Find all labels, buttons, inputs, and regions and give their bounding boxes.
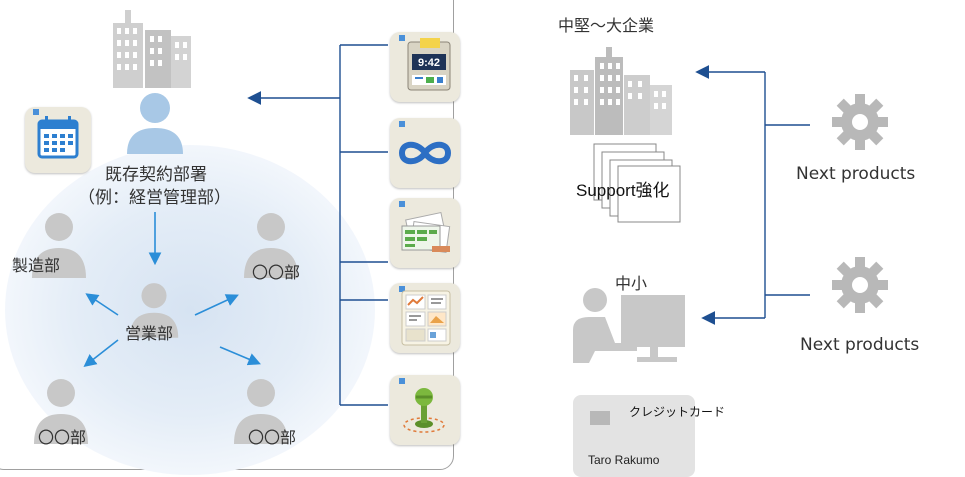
person-icon	[129, 283, 179, 338]
person-icon	[234, 379, 288, 444]
gear-icon	[832, 257, 888, 313]
calendar-icon	[33, 109, 79, 159]
card-chip	[590, 411, 610, 425]
support-label: Support強化	[576, 181, 670, 200]
smb-label: 中小	[615, 274, 648, 293]
department-label: 製造部	[12, 256, 61, 275]
pin-app-tile[interactable]	[390, 375, 460, 445]
card-holder: Taro Rakumo	[588, 453, 660, 467]
infinity-app-tile[interactable]	[390, 118, 460, 188]
document-stack-icon	[593, 143, 681, 223]
person-icon	[244, 213, 298, 278]
enterprise-label: 中堅〜大企業	[558, 16, 655, 35]
department-label: 〇〇部	[248, 428, 297, 447]
gear-icon	[832, 94, 888, 150]
department-label: 〇〇部	[252, 263, 301, 282]
timecard-app-tile[interactable]: 9:42	[390, 32, 460, 102]
person-icon	[34, 379, 88, 444]
calendar-tile	[25, 107, 91, 173]
product-connector	[695, 65, 810, 325]
building-icon	[570, 47, 672, 135]
next-products-label: Next products	[800, 335, 920, 355]
spreadsheet-cards-icon	[399, 201, 451, 253]
person-icon	[127, 93, 183, 154]
department-example: （例：経営管理部）	[78, 188, 231, 208]
spread-arrows	[83, 212, 261, 367]
infinity-icon	[398, 121, 452, 165]
next-products-label: Next products	[796, 164, 916, 184]
pin-icon	[399, 378, 445, 433]
app-connector	[247, 44, 388, 406]
credit-card-label: クレジットカード	[629, 405, 726, 419]
dashboard-app-tile[interactable]	[390, 283, 460, 353]
credit-card: クレジットカード Taro Rakumo	[573, 395, 725, 477]
svg-text:9:42: 9:42	[418, 57, 440, 69]
building-icon	[113, 10, 191, 88]
dashboard-icon	[399, 286, 451, 346]
timecard-icon: 9:42	[399, 35, 451, 91]
department-label: 〇〇部	[38, 428, 87, 447]
person-icon	[32, 213, 86, 278]
computer-user-icon	[573, 288, 685, 363]
center-department: 営業部	[125, 324, 174, 343]
department-name: 既存契約部署	[105, 165, 207, 185]
spreadsheet-app-tile[interactable]	[390, 198, 460, 268]
